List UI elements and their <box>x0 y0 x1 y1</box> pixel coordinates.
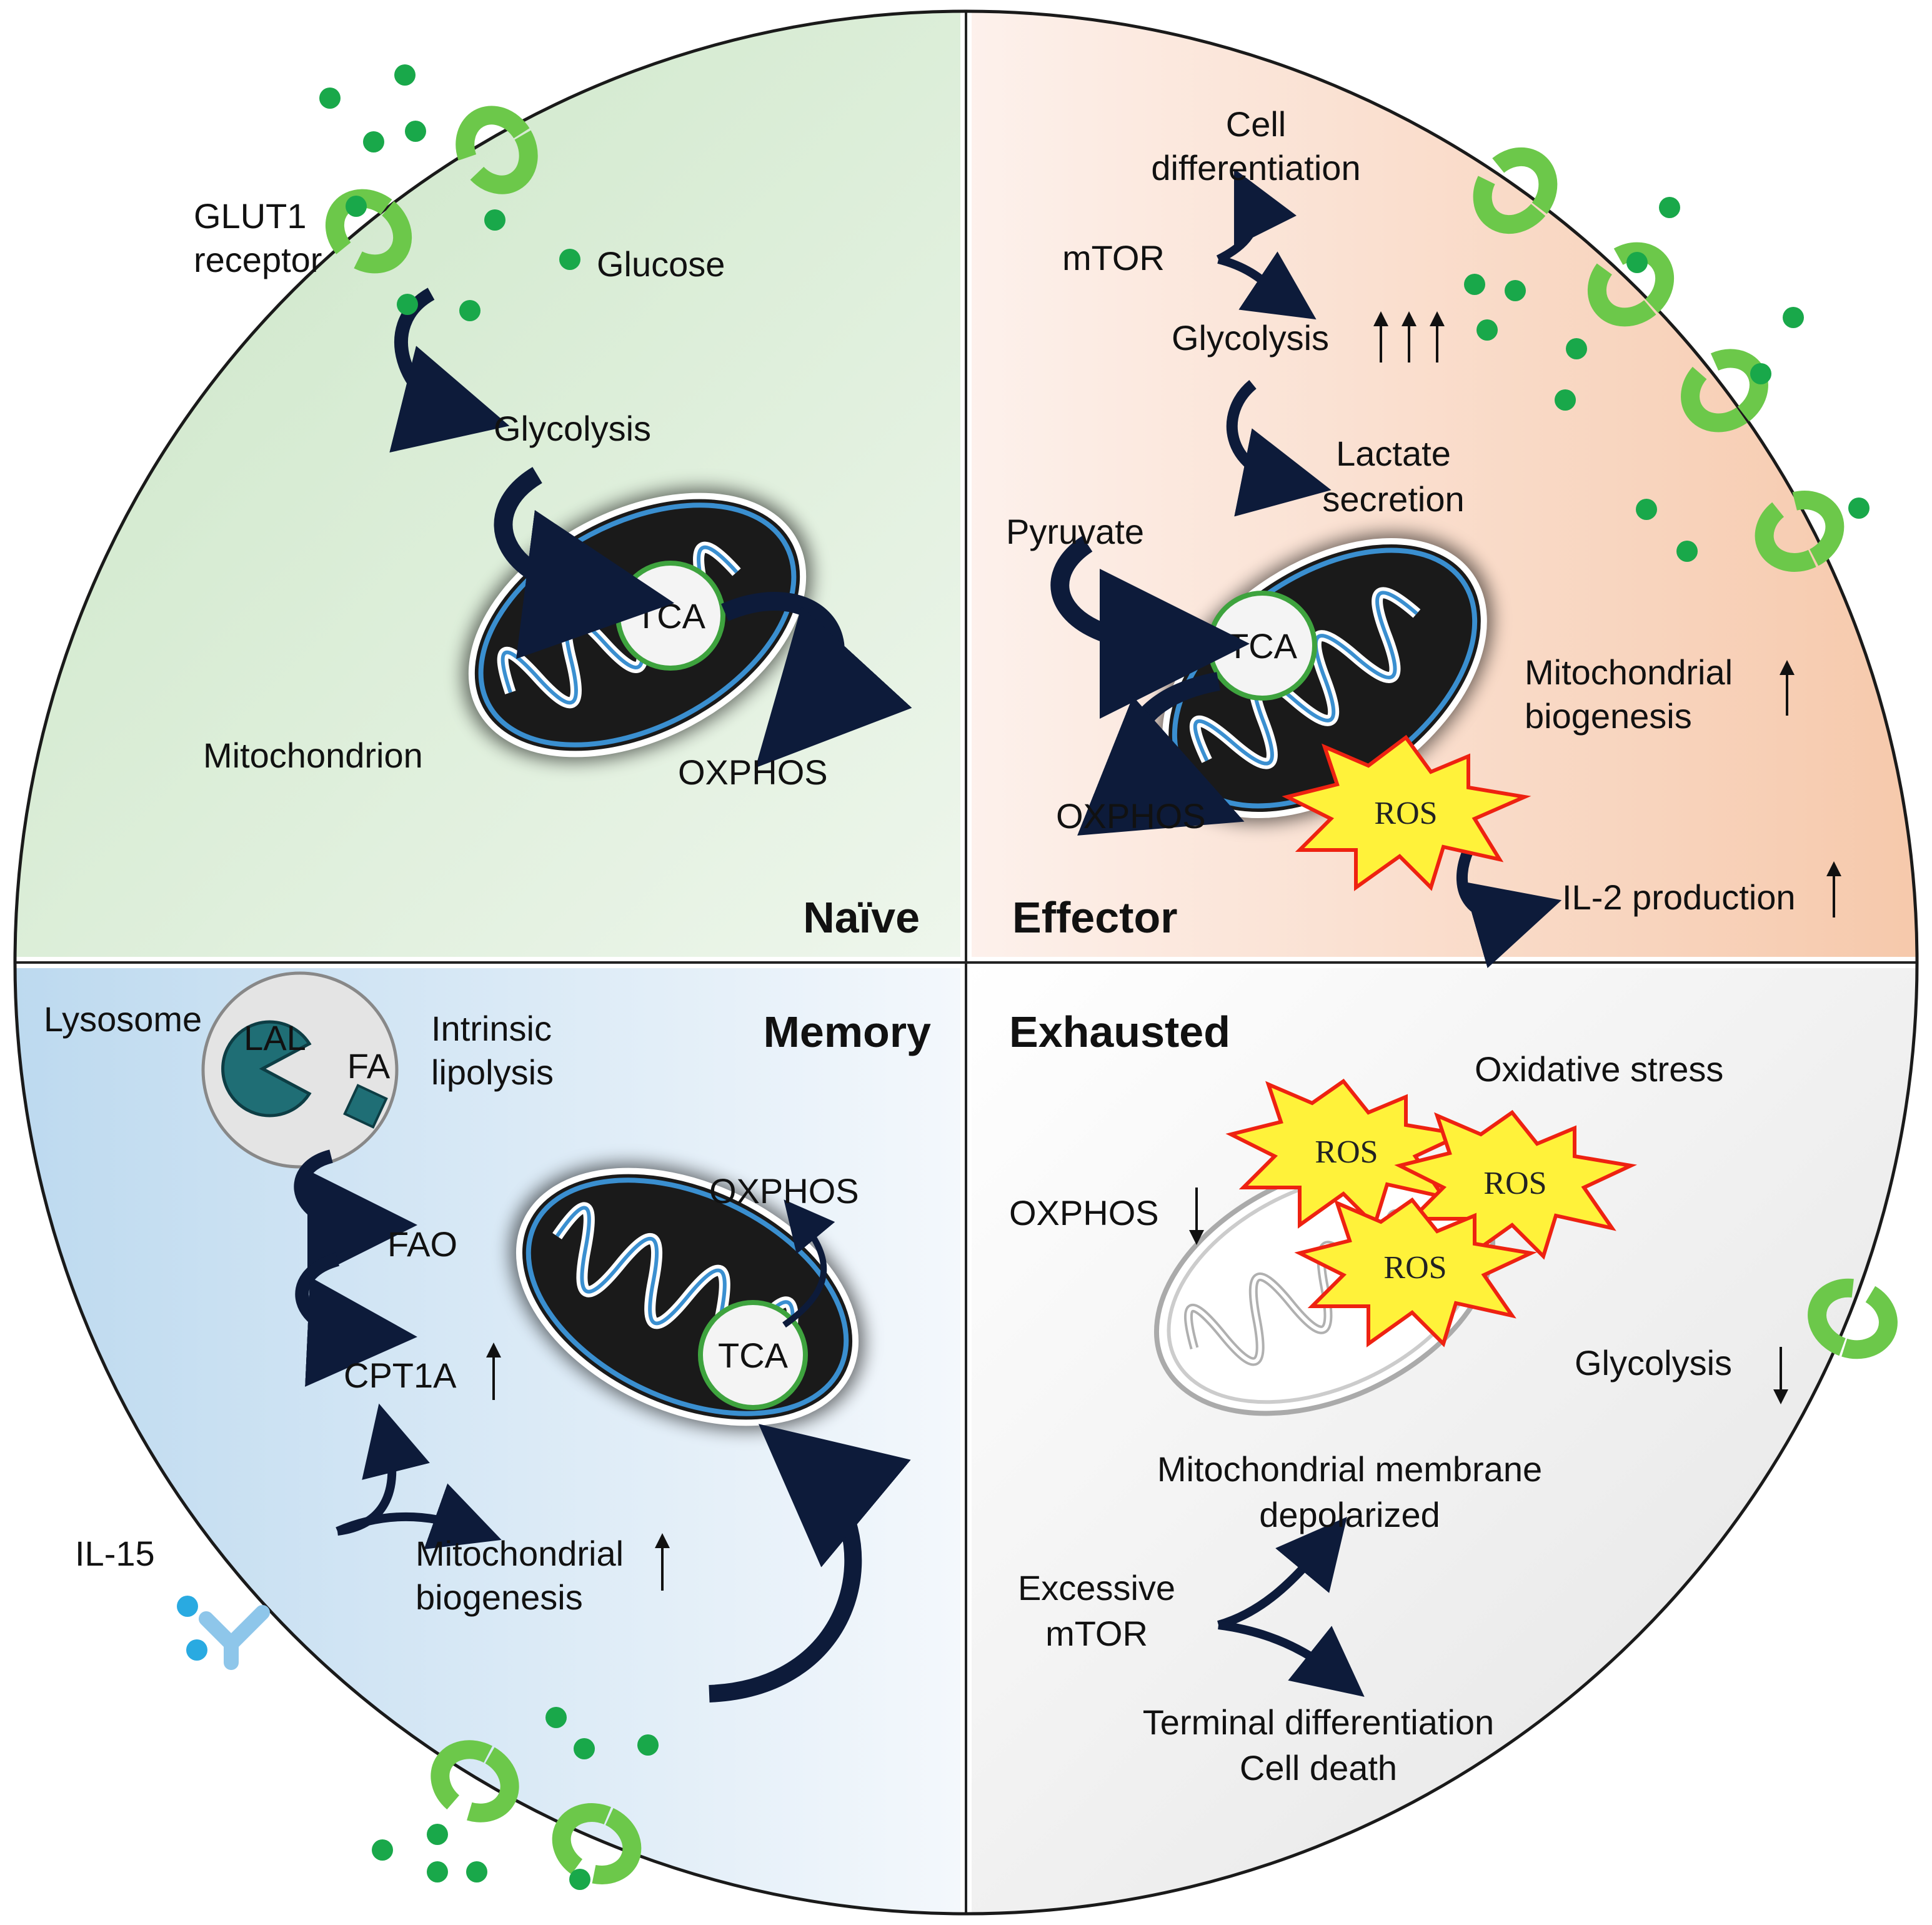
exhausted-arrow-mtor-terminal <box>1218 1621 1365 1697</box>
exhausted-ros-label-2: ROS <box>1483 1166 1546 1201</box>
membrane-label-2: depolarized <box>1259 1495 1440 1534</box>
memory-title: Memory <box>764 1008 931 1056</box>
membrane-label-1: Mitochondrial membrane <box>1157 1449 1542 1489</box>
effector-arrow-pyruvate-tca <box>1050 536 1250 719</box>
il15-receptor <box>177 1596 270 1670</box>
exhausted-ros-burst-1 <box>1225 1078 1469 1229</box>
naive-arrow-tca-oxphos <box>721 592 912 768</box>
effector-ros-label: ROS <box>1374 796 1437 831</box>
cell-outline <box>13 9 1919 1916</box>
effector-oxphos-label: OXPHOS <box>1056 796 1206 836</box>
exhausted-arrow-mtor-membrane <box>1217 1516 1347 1629</box>
exhausted-oxphos-label: OXPHOS <box>1009 1193 1159 1232</box>
lal-label: LAL <box>244 1018 306 1058</box>
lal-enzyme-shape <box>221 1020 312 1118</box>
naive-glycolysis-label: Glycolysis <box>494 409 651 448</box>
naive-glucose-label: Glucose <box>597 244 725 284</box>
exhausted-panel: ROS ROS ROS Oxidative stress OXPHOS Glyc… <box>1009 1008 1898 1788</box>
memory-arrow-tca-oxphos <box>782 1199 835 1328</box>
memory-tca-label: TCA <box>718 1336 789 1375</box>
naive-tca-label: TCA <box>635 596 706 636</box>
naive-glut1-receptor-1 <box>456 106 538 194</box>
effector-arrow-ros-il2 <box>1456 848 1562 968</box>
fa-label: FA <box>347 1046 391 1086</box>
effector-tca-label: TCA <box>1227 626 1298 666</box>
naive-panel: TCA GLUT1 receptor Glucose Glycolysis Mi… <box>194 64 920 942</box>
effector-mito-bio-label-1: Mitochondrial <box>1525 652 1733 692</box>
lysosome-label: Lysosome <box>44 999 202 1039</box>
effector-cell-diff-label-1: Cell <box>1226 104 1286 144</box>
exhausted-mtor-label-2: mTOR <box>1045 1614 1148 1653</box>
memory-glucose-dots <box>372 1707 659 1890</box>
naive-glut1-label-2: receptor <box>194 240 322 279</box>
exhausted-glycolysis-label: Glycolysis <box>1575 1343 1732 1382</box>
effector-glucose-dots <box>1464 197 1870 562</box>
effector-arrow-tca-oxphos <box>1077 672 1245 836</box>
effector-il2-label: IL-2 production <box>1562 878 1796 917</box>
exhausted-ros-burst-3 <box>1294 1197 1538 1348</box>
effector-mito-bio-label-2: biogenesis <box>1525 696 1692 736</box>
effector-glycolysis-label: Glycolysis <box>1172 318 1329 358</box>
memory-glut1-receptor-1 <box>431 1740 519 1822</box>
effector-lactate-label-1: Lactate <box>1336 434 1451 473</box>
memory-mito-bio-label-2: biogenesis <box>416 1578 583 1617</box>
lysosome-circle <box>201 971 399 1169</box>
memory-arrow-fao-cpt1a <box>295 1252 417 1387</box>
exhausted-ros-burst-2 <box>1394 1109 1638 1260</box>
naive-arrow-glycolysis-tca <box>494 467 675 659</box>
exhausted-glut1-receptor <box>1808 1278 1898 1359</box>
effector-glut1-receptor-1 <box>1473 147 1558 234</box>
effector-glut1-receptor-2 <box>1587 242 1675 327</box>
effector-glut1-receptor-4 <box>1755 491 1845 572</box>
memory-oxphos-label: OXPHOS <box>709 1171 859 1211</box>
lipolysis-label-2: lipolysis <box>431 1052 554 1092</box>
fa-molecule-shape <box>343 1084 388 1129</box>
effector-arrow-mtor-differentiation <box>1216 168 1297 264</box>
effector-arrow-glycolysis-lactate <box>1226 380 1332 517</box>
naive-glucose-dots <box>319 64 580 321</box>
memory-arrow-il15-biogenesis <box>336 1483 502 1549</box>
naive-title: Naïve <box>803 893 920 942</box>
effector-ros-burst <box>1282 734 1531 891</box>
exhausted-ros-label-3: ROS <box>1383 1250 1447 1286</box>
lipolysis-label-1: Intrinsic <box>431 1009 552 1048</box>
memory-arrow-lipolysis-fao <box>294 1149 417 1280</box>
fao-label: FAO <box>387 1224 457 1264</box>
exhausted-ros-label-1: ROS <box>1315 1134 1378 1170</box>
effector-pyruvate-label: Pyruvate <box>1006 512 1144 551</box>
effector-arrow-mtor-glycolysis <box>1217 251 1317 320</box>
oxidative-stress-label: Oxidative stress <box>1475 1049 1723 1089</box>
exhausted-title: Exhausted <box>1009 1008 1230 1056</box>
exhausted-mtor-label-1: Excessive <box>1018 1568 1175 1608</box>
naive-mitochondrion-label: Mitochondrion <box>203 736 423 775</box>
memory-panel: TCA LAL FA Lyso <box>44 971 931 1890</box>
effector-glycolysis-up-arrows <box>1373 311 1445 362</box>
effector-cell-diff-label-2: differentiation <box>1151 148 1360 188</box>
memory-arrow-glucose-mito <box>709 1424 911 1702</box>
cpt1a-label: CPT1A <box>344 1356 457 1395</box>
naive-glut1-receptor-2 <box>325 189 412 274</box>
memory-mito-bio-label-1: Mitochondrial <box>416 1534 624 1573</box>
naive-glut1-label-1: GLUT1 <box>194 196 307 236</box>
effector-mtor-label: mTOR <box>1062 238 1165 278</box>
terminal-label-1: Terminal differentiation <box>1143 1702 1494 1742</box>
il15-label: IL-15 <box>75 1534 155 1573</box>
naive-oxphos-label: OXPHOS <box>678 752 828 792</box>
terminal-label-2: Cell death <box>1240 1748 1397 1788</box>
effector-lactate-label-2: secretion <box>1322 479 1464 519</box>
effector-title: Effector <box>1012 893 1177 942</box>
memory-tca-circle <box>698 1300 808 1410</box>
memory-glut1-receptor-2 <box>552 1803 642 1884</box>
effector-panel: TCA ROS Cel <box>1006 104 1870 968</box>
